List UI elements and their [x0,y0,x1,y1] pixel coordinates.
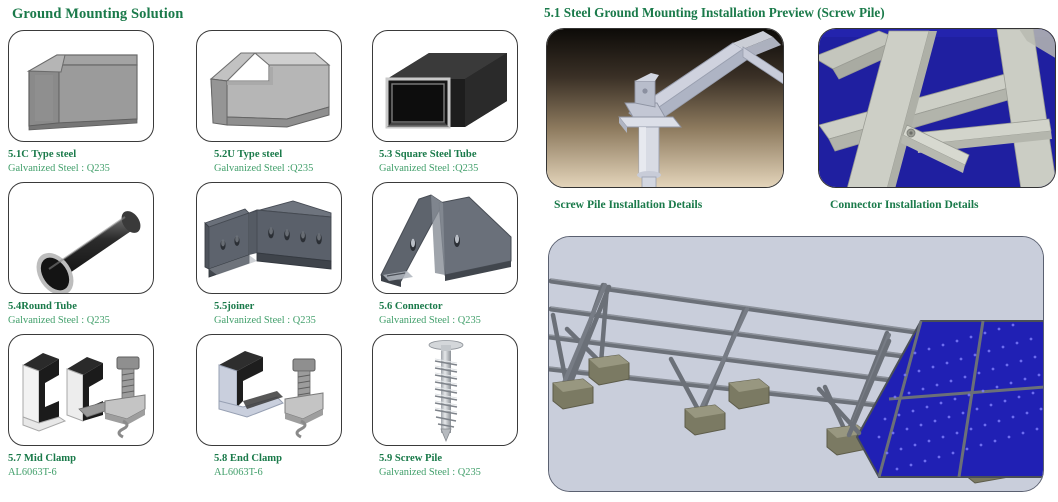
product-thumbnail [8,30,154,142]
product-title: 5.1C Type steel [8,149,77,160]
product-material: Galvanized Steel : Q235 [379,315,481,326]
screw-pile-icon [428,340,464,443]
product-grid: 5.1C Type steel Galvanized Steel : Q235 [0,30,530,486]
product-thumbnail [196,30,342,142]
connector-install-image [819,29,1055,187]
product-material: Galvanized Steel :Q235 [214,163,314,174]
product-card-c-type-steel[interactable]: 5.1C Type steel Galvanized Steel : Q235 [8,30,180,175]
array-overview-image [549,237,1043,491]
ground-mounting-products-panel: Ground Mounting Solution [0,6,530,486]
product-card-mid-clamp[interactable]: 5.7 Mid Clamp AL6063T-6 [8,334,180,479]
product-title: 5.3 Square Steel Tube [379,149,477,160]
product-card-end-clamp[interactable]: 5.8 End Clamp AL6063T-6 [190,334,362,479]
product-row: 5.4Round Tube Galvanized Steel : Q235 [0,182,530,334]
u-type-steel-icon [209,52,331,128]
product-thumbnail [8,182,154,294]
product-card-square-steel-tube[interactable]: 5.3 Square Steel Tube Galvanized Steel :… [367,30,539,175]
product-material: Galvanized Steel : Q235 [8,315,110,326]
square-steel-tube-icon [385,53,507,129]
product-card-u-type-steel[interactable]: 5.2U Type steel Galvanized Steel :Q235 [190,30,362,175]
mid-clamp-icon [22,353,146,439]
product-thumbnail [372,30,518,142]
product-title: 5.8 End Clamp [214,453,282,464]
installation-photo-row: Screw Pile Installation Details Connecto… [530,28,1058,224]
installation-preview-panel: 5.1 Steel Ground Mounting Installation P… [530,0,1058,502]
product-thumbnail [372,182,518,294]
installation-preview-title: 5.1 Steel Ground Mounting Installation P… [544,5,885,20]
product-card-round-tube[interactable]: 5.4Round Tube Galvanized Steel : Q235 [8,182,180,327]
ground-mounting-array-overview-photo[interactable] [548,236,1044,492]
product-thumbnail [372,334,518,446]
product-row: 5.1C Type steel Galvanized Steel : Q235 [0,30,530,182]
connector-photo-caption: Connector Installation Details [830,198,979,211]
product-card-screw-pile[interactable]: 5.9 Screw Pile Galvanized Steel : Q235 [367,334,539,479]
product-title: 5.7 Mid Clamp [8,453,76,464]
joiner-icon [204,200,332,278]
product-title: 5.5joiner [214,301,255,312]
end-clamp-icon [218,351,324,439]
round-tube-icon [36,211,141,293]
product-material: AL6063T-6 [8,467,57,478]
product-thumbnail [8,334,154,446]
product-title: 5.9 Screw Pile [379,453,443,464]
connector-icon [380,194,512,287]
product-card-joiner[interactable]: 5.5joiner Galvanized Steel : Q235 [190,182,362,327]
product-title: 5.2U Type steel [214,149,283,160]
screw-pile-install-image [547,29,783,187]
product-material: Galvanized Steel :Q235 [379,163,479,174]
product-title: 5.6 Connector [379,301,443,312]
product-material: Galvanized Steel : Q235 [379,467,481,478]
product-thumbnail [196,334,342,446]
product-material: Galvanized Steel : Q235 [8,163,110,174]
product-row: 5.7 Mid Clamp AL6063T-6 [0,334,530,486]
c-type-steel-icon [26,54,138,131]
page-title: Ground Mounting Solution [12,6,184,22]
connector-install-photo[interactable] [818,28,1056,188]
product-material: AL6063T-6 [214,467,263,478]
product-material: Galvanized Steel : Q235 [214,315,316,326]
product-thumbnail [196,182,342,294]
screw-pile-install-photo[interactable] [546,28,784,188]
product-title: 5.4Round Tube [8,301,77,312]
screw-pile-photo-caption: Screw Pile Installation Details [554,198,703,211]
product-card-connector[interactable]: 5.6 Connector Galvanized Steel : Q235 [367,182,539,327]
